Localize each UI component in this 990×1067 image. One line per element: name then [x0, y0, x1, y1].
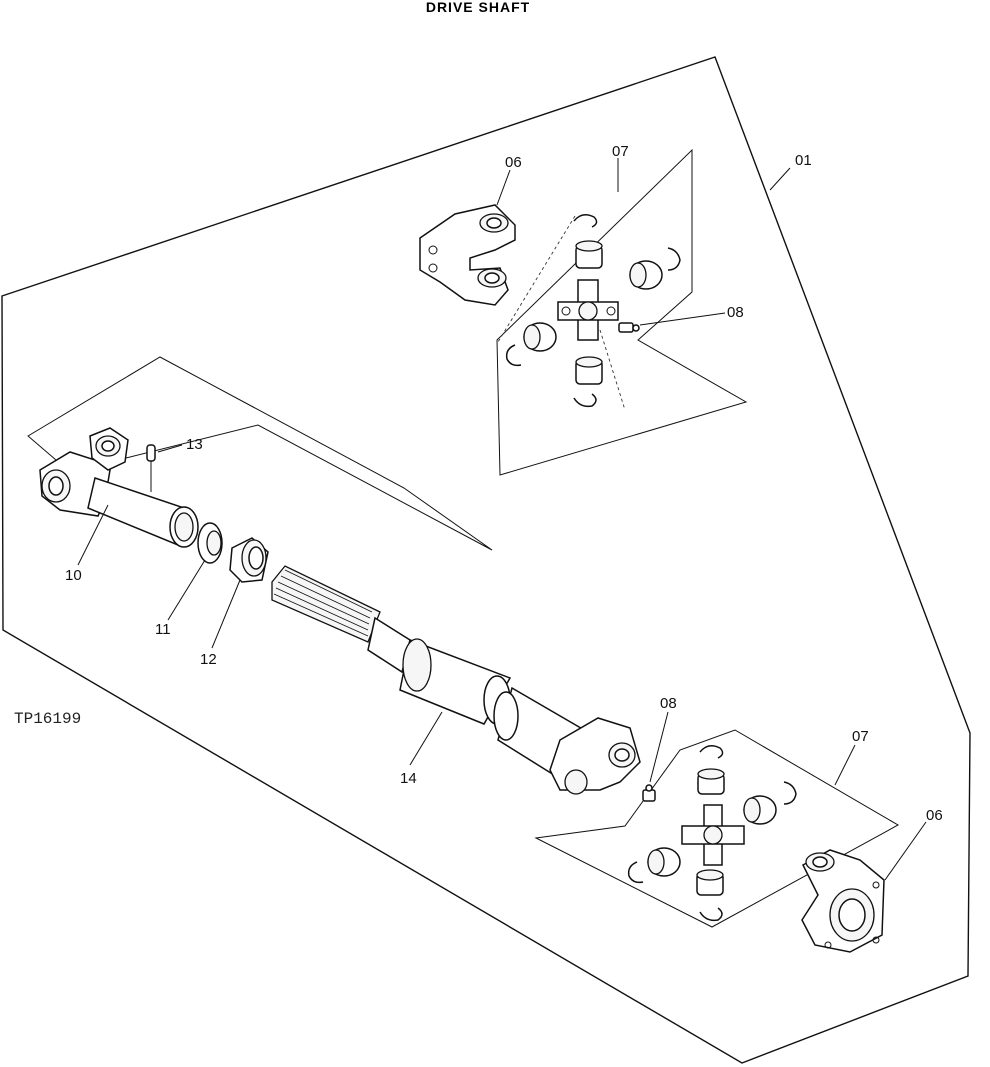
callout-14: 14 [400, 770, 417, 787]
callout-13: 13 [186, 436, 203, 453]
callout-11: 11 [155, 621, 171, 638]
callout-06-top: 06 [505, 154, 522, 171]
callout-07-bottom: 07 [852, 728, 869, 745]
upper-kit-guide [497, 215, 576, 343]
slip-yoke [39, 427, 199, 548]
lower-kit-boundary [534, 729, 900, 928]
dust-cap [229, 537, 269, 583]
lower-cross-kit [627, 745, 797, 922]
page-title: DRIVE SHAFT [426, 0, 530, 15]
callout-07-top: 07 [612, 143, 629, 160]
lower-yoke [801, 849, 885, 953]
figure-id: TP16199 [14, 710, 81, 728]
callout-01: 01 [795, 152, 812, 169]
plug-fitting [146, 444, 156, 492]
callout-08-top: 08 [727, 304, 744, 321]
upper-yoke [419, 204, 516, 306]
lower-grease-fitting [642, 784, 656, 802]
upper-cross-kit [505, 214, 681, 408]
callout-10: 10 [65, 567, 82, 584]
leader-lines [77, 158, 927, 881]
upper-kit-guide-2 [599, 329, 626, 411]
upper-kit-boundary [496, 148, 748, 476]
seal-washer [197, 522, 223, 564]
drive-shaft [271, 565, 641, 795]
upper-grease-fitting [618, 322, 640, 333]
callout-08-bottom: 08 [660, 695, 677, 712]
callout-06-bottom: 06 [926, 807, 943, 824]
callout-12: 12 [200, 651, 217, 668]
assembly-boundary [1, 56, 971, 1064]
